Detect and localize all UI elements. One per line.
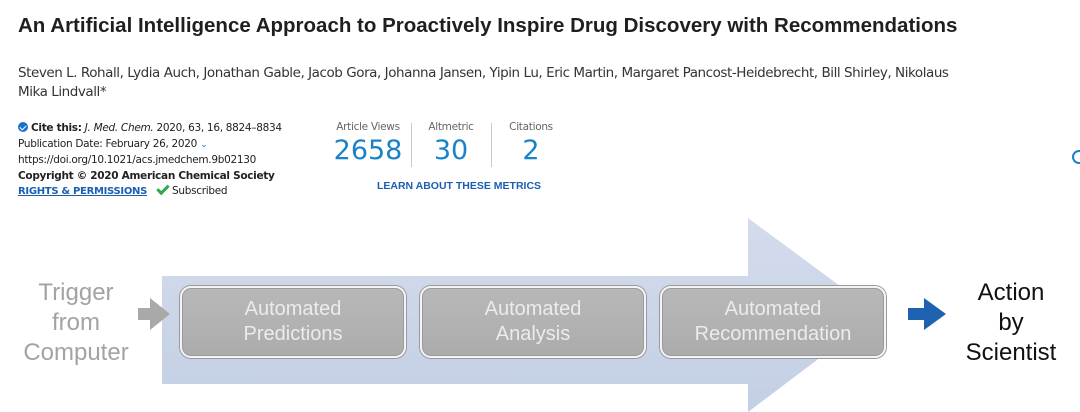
action-label-line: by — [998, 309, 1024, 336]
article-metrics: Article Views 2658 Altmetric 30 Citation… — [330, 121, 590, 201]
checkmark-icon — [156, 181, 170, 196]
trigger-label-line: Computer — [23, 339, 129, 366]
action-label-line: Scientist — [965, 339, 1057, 366]
step-automated-predictions: Automated Predictions — [180, 286, 406, 358]
author-list: Steven L. Rohall, Lydia Auch, Jonathan G… — [18, 64, 1080, 102]
author-list-line: Steven L. Rohall, Lydia Auch, Jonathan G… — [18, 65, 949, 81]
learn-metrics-link[interactable]: LEARN ABOUT THESE METRICS — [376, 180, 542, 192]
metric-divider — [491, 123, 492, 167]
citation-block: Cite this: J. Med. Chem. 2020, 63, 16, 8… — [18, 121, 318, 200]
action-label: Action by Scientist — [948, 278, 1074, 368]
metric-label: Citations — [509, 121, 553, 133]
metric-citations: Citations 2 — [496, 121, 566, 169]
partial-icon[interactable] — [1072, 150, 1080, 164]
step-label-line: Predictions — [243, 323, 343, 345]
metric-divider — [411, 123, 412, 167]
trigger-label-line: from — [52, 309, 100, 336]
journal-name: J. Med. Chem. — [84, 122, 154, 134]
metric-label: Article Views — [336, 121, 400, 133]
article-title: An Artificial Intelligence Approach to P… — [18, 14, 958, 37]
author-list-line: Mika Lindvall* — [18, 84, 107, 100]
doi-link[interactable]: https://doi.org/10.1021/acs.jmedchem.9b0… — [18, 154, 256, 166]
metric-value: 30 — [433, 135, 469, 166]
check-circle-icon — [18, 122, 28, 132]
rights-permissions-link[interactable]: RIGHTS & PERMISSIONS — [18, 186, 147, 197]
step-label-line: Automated — [724, 298, 822, 320]
metric-label: Altmetric — [428, 121, 474, 133]
subscribed-label: Subscribed — [172, 185, 228, 197]
copyright-notice: Copyright © 2020 American Chemical Socie… — [18, 169, 275, 182]
metric-value: 2 — [522, 135, 540, 166]
chevron-down-icon[interactable]: ⌄ — [200, 139, 208, 150]
input-arrow-shape — [138, 298, 170, 330]
trigger-label-line: Trigger — [38, 279, 114, 306]
metric-altmetric: Altmetric 30 — [416, 121, 486, 169]
metric-value: 2658 — [333, 135, 403, 166]
step-label-line: Automated — [484, 298, 582, 320]
citation-details: 2020, 63, 16, 8824–8834 — [156, 122, 283, 134]
step-automated-recommendation: Automated Recommendation — [660, 286, 886, 358]
trigger-label: Trigger from Computer — [14, 278, 138, 368]
cite-this-label[interactable]: Cite this: — [31, 122, 82, 134]
output-arrow-shape — [908, 298, 946, 330]
step-automated-analysis: Automated Analysis — [420, 286, 646, 358]
metric-article-views: Article Views 2658 — [330, 121, 406, 169]
publication-date: Publication Date: February 26, 2020 — [18, 137, 198, 150]
step-label-line: Automated — [244, 298, 342, 320]
action-label-line: Action — [977, 279, 1045, 306]
workflow-diagram: Trigger from Computer Automated Predicti… — [0, 218, 1080, 412]
step-label-line: Analysis — [495, 323, 571, 345]
step-label-line: Recommendation — [694, 323, 852, 345]
